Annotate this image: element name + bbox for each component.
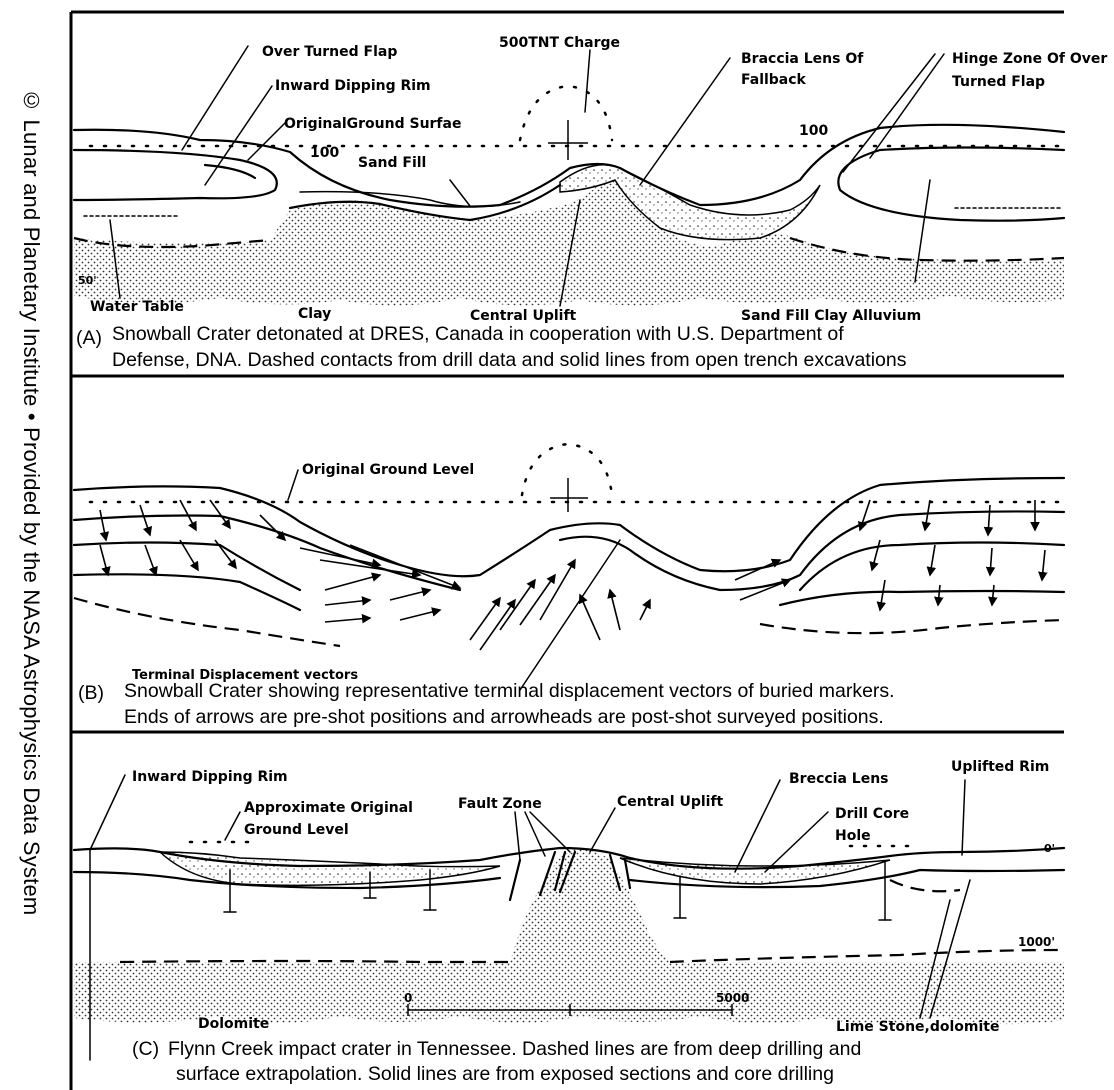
label-c-central-uplift: Central Uplift [617,794,724,810]
caption-a-line1: Snowball Crater detonated at DRES, Canad… [112,323,844,345]
label-original-ground-level: Original Ground Level [302,462,474,478]
caption-c-line2: surface extrapolation. Solid lines are f… [176,1063,834,1085]
label-c-zero: 0' [1044,842,1055,855]
label-scale-left: 100 [310,145,339,161]
label-over-turned-flap: Over Turned Flap [262,44,397,60]
label-scale-max: 5000 [716,991,749,1005]
label-c-depth: 1000' [1018,935,1055,949]
label-water-table: Water Table [90,299,184,315]
panel-a: Over Turned Flap Inward Dipping Rim Orig… [74,35,1107,371]
caption-c-line1: Flynn Creek impact crater in Tennessee. … [168,1038,861,1060]
caption-c-letter: (C) [132,1038,159,1060]
panel-a-flap-right [838,148,1064,221]
label-sand-fill: Sand Fill [358,155,426,171]
label-c-breccia-lens: Breccia Lens [789,771,889,787]
label-drill-core-2: Hole [835,828,871,844]
caption-a-letter: (A) [76,327,102,349]
panel-a-charge-arc [520,86,612,140]
label-limestone: Lime Stone,dolomite [836,1019,999,1035]
panel-a-ground-surface [74,125,1064,207]
panel-c: Inward Dipping Rim Approximate Original … [74,759,1064,1085]
label-original-ground-surface: OriginalGround Surfae [284,116,461,132]
panel-b-dashed-contact [74,598,1064,646]
label-inward-dipping-rim: Inward Dipping Rim [275,78,431,94]
label-hinge-zone-2: Turned Flap [952,74,1045,90]
caption-a-line2: Defense, DNA. Dashed contacts from drill… [112,349,907,371]
caption-b-line2: Ends of arrows are pre-shot positions an… [124,706,884,728]
label-fault-zone: Fault Zone [458,796,542,812]
caption-b-letter: (B) [78,682,104,704]
panel-b-leader-vectors [520,540,620,690]
panel-c-dolomite [74,962,1064,1024]
label-breccia-lens-2: Fallback [741,72,807,88]
panel-b: Original Ground Level Terminal Displacem… [74,444,1064,728]
label-scale-right: 100 [799,123,828,139]
label-alluvium: Sand Fill Clay Alluvium [741,308,921,324]
label-dolomite: Dolomite [198,1016,269,1032]
label-hinge-zone: Hinge Zone Of Over [952,51,1107,67]
panel-b-charge-arc [522,444,612,495]
panel-a-flap-left-inner [205,165,255,178]
label-breccia-lens: Braccia Lens Of [741,51,864,67]
label-central-uplift: Central Uplift [470,308,577,324]
panel-c-breccia-lens-left [160,852,500,885]
label-scale-zero: 0 [404,991,412,1005]
label-approx-ground: Approximate Original [244,800,413,816]
panel-b-ground-surface [74,478,1064,576]
label-drill-core: Drill Core [835,806,909,822]
caption-b-line1: Snowball Crater showing representative t… [124,680,895,702]
label-approx-ground-2: Ground Level [244,822,349,838]
panel-b-floor [74,574,1064,610]
label-uplifted-rim: Uplifted Rim [951,759,1049,775]
label-charge: 500TNT Charge [499,35,620,51]
panel-b-leader-ground [288,470,298,500]
label-clay: Clay [298,306,331,322]
label-c-inward-dipping-rim: Inward Dipping Rim [132,769,288,785]
panel-a-flap-left [74,150,277,200]
label-depth: 50' [78,274,97,287]
